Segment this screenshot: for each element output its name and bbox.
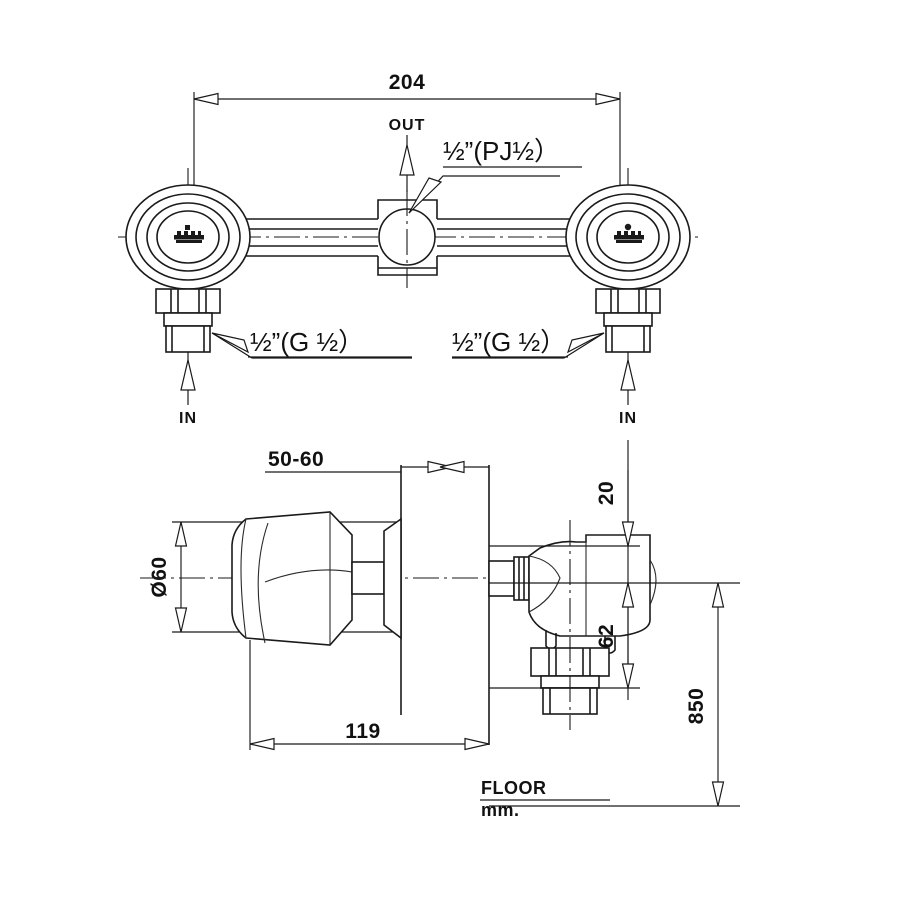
label-in-right: IN [619,410,637,427]
label-left-inlet-thread: ½”(G ½） [250,327,364,357]
label-out: OUT [389,117,426,134]
central-outlet-boss [377,190,438,288]
dimension-top-offset: 20 [489,470,640,547]
label-in-left: IN [179,410,197,427]
side-body-assembly [488,520,657,730]
dimension-projection: 119 [249,640,490,751]
left-inlet-thread-callout: ½”(G ½） [211,327,412,359]
leader-arrowhead-icon [211,332,250,354]
dimension-value-diameter-60: Ø60 [148,556,171,597]
right-inlet-thread-callout: ½”(G ½） [452,327,605,359]
dimension-value-204: 204 [389,71,426,94]
top-view-group: 204 OUT [118,71,700,427]
leader-arrowhead-icon [408,177,443,214]
label-units-mm: mm. [481,800,520,820]
left-hex-nut [155,288,221,314]
left-inlet-flow-indicator: IN [179,352,197,427]
dimension-outlet-drop: 62 [489,582,740,689]
dimension-floor-height: 850 [489,582,740,807]
dimension-value-20: 20 [595,481,618,505]
dimension-value-50-60: 50-60 [268,448,324,471]
label-floor: FLOOR [481,778,547,798]
dimension-wall-thickness: 50-60 [265,448,489,474]
outlet-thread-callout: ½”(PJ½） [408,136,582,214]
dimension-value-850: 850 [685,688,708,725]
left-handwheel-group: IN ½”(G ½） [125,168,412,427]
left-inlet-nipple [163,312,213,353]
right-hex-nut [595,288,661,314]
brand-mark-icon [614,223,644,243]
side-handle-profile [231,511,402,646]
brand-mark-icon [174,225,204,243]
dimension-value-62: 62 [595,624,618,648]
right-inlet-flow-indicator: IN [619,352,637,427]
leader-arrowhead-icon [566,332,605,354]
right-handwheel-group: IN ½”(G ½） [452,168,691,427]
right-inlet-nipple [603,312,653,353]
wall-nipple [488,560,515,597]
dimension-value-119: 119 [345,720,380,743]
outlet-flow-indicator: OUT [389,117,426,192]
coupling-ring [513,556,530,601]
floor-reference-label: FLOOR mm. [480,778,610,820]
label-outlet-thread: ½”(PJ½） [443,136,560,166]
side-view-group: 50-60 Ø60 [140,440,740,820]
label-right-inlet-thread: ½”(G ½） [452,327,566,357]
